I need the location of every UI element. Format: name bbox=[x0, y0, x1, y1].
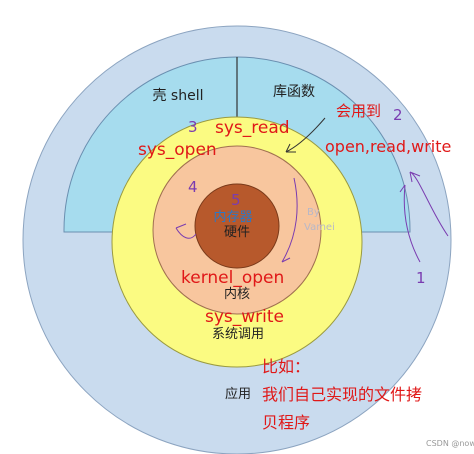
kernel-label: 内核 bbox=[224, 286, 250, 302]
sys-open-annotation: sys_open bbox=[138, 140, 217, 160]
watermark-name: Vamei bbox=[304, 222, 335, 233]
example-line2: 贝程序 bbox=[262, 413, 310, 432]
example-title: 比如： bbox=[262, 357, 310, 376]
memory-label: 内存器 bbox=[213, 209, 252, 225]
arrow-stroke-right bbox=[409, 171, 449, 237]
will-use-annotation: 会用到 bbox=[336, 102, 381, 120]
library-label: 库函数 bbox=[273, 84, 315, 100]
watermark-by: By bbox=[307, 207, 320, 218]
step-1: 1 bbox=[416, 269, 426, 287]
step-3: 3 bbox=[188, 118, 198, 136]
shell-label: 壳 shell bbox=[152, 87, 203, 104]
syscall-label: 系统调用 bbox=[212, 327, 264, 342]
hardware-layer bbox=[194, 183, 280, 269]
example-line1: 我们自己实现的文件拷 bbox=[262, 385, 422, 404]
arrow-will-use bbox=[285, 117, 326, 153]
step-2: 2 bbox=[393, 106, 403, 124]
open-read-write-annotation: open,read,write bbox=[325, 137, 451, 156]
arrow-kernel-left bbox=[175, 223, 197, 239]
corner-credit: CSDN @now bbox=[426, 439, 474, 448]
sys-write-annotation: sys_write bbox=[205, 307, 284, 327]
hardware-label: 硬件 bbox=[224, 225, 250, 240]
application-label: 应用 bbox=[225, 386, 251, 402]
arrow-kernel-down bbox=[281, 177, 298, 263]
sys-read-annotation: sys_read bbox=[215, 118, 290, 138]
kernel-open-annotation: kernel_open bbox=[181, 268, 284, 288]
step-4: 4 bbox=[188, 178, 198, 196]
step-5: 5 bbox=[231, 191, 241, 209]
arrow-stroke-right-long bbox=[399, 184, 421, 263]
